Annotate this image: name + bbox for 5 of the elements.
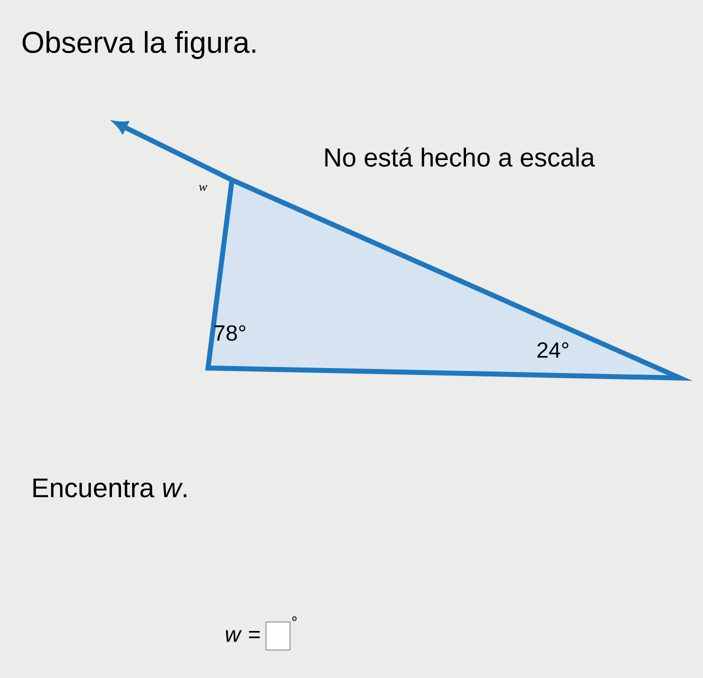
degree-sign: ° bbox=[292, 616, 297, 621]
answer-prompt: w = bbox=[226, 630, 260, 642]
node-label: w bbox=[198, 184, 208, 192]
title: Observa la figura. bbox=[22, 31, 256, 59]
question: Encuentra w. bbox=[33, 478, 186, 498]
